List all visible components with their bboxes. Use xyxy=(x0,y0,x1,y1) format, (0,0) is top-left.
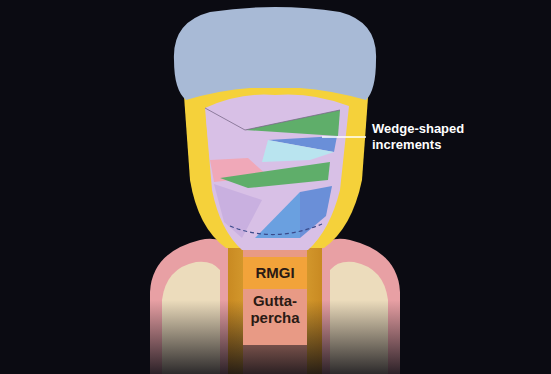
leader-line xyxy=(322,136,366,138)
wedge xyxy=(245,110,340,136)
dashed-line xyxy=(230,224,322,235)
wedge xyxy=(262,140,334,162)
rmgi-band: RMGI xyxy=(243,257,307,289)
wedge xyxy=(220,162,330,188)
wedge xyxy=(206,118,268,160)
callout-label: Wedge-shaped increments xyxy=(372,121,476,152)
wedge-edge xyxy=(205,108,340,130)
crown xyxy=(174,7,376,100)
core xyxy=(205,94,349,250)
wedge xyxy=(214,184,262,238)
node-text: Gutta-percha xyxy=(245,293,305,326)
wedge xyxy=(255,192,300,238)
wedge xyxy=(300,186,332,238)
gutta-percha-band: Gutta-percha xyxy=(243,289,307,345)
node-text: RMGI xyxy=(255,265,294,282)
